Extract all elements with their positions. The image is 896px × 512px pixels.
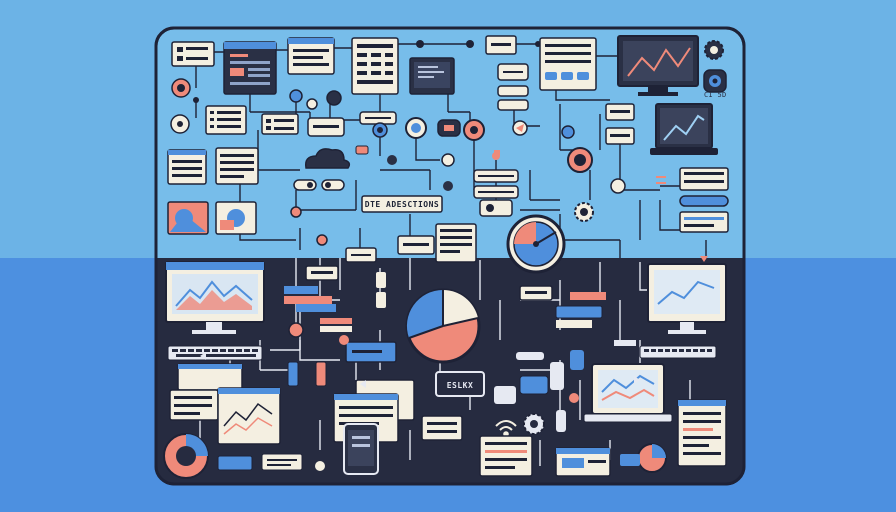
right-stack-top [605,103,635,145]
flow-nodes-top [193,40,541,103]
eslkx-tag: ESLKX [435,371,485,397]
window-stack-lower-left [169,363,243,421]
window-card-1 [171,41,215,67]
form-window [287,37,335,75]
app-window-dark [223,41,277,95]
camera-node [170,114,190,134]
label-card-top [485,35,517,55]
chips-bottom-left [217,453,325,471]
gauge-icon [506,214,566,274]
pie-chart-icon [405,288,481,364]
gear-icon [704,40,724,60]
target-node [171,78,191,98]
donut-chart-icon [163,433,209,479]
phone-icon [343,423,379,475]
doc-card-center-left [397,235,435,255]
window-bottom-right [555,447,611,477]
laptop-icon-upper [650,103,718,155]
center-card-stack [473,169,519,199]
node-row-upper [289,89,575,141]
image-thumb-1 [167,201,209,235]
chart-window-lower [217,387,281,445]
arrow-markers [200,256,708,388]
svg-text:CI 5D: CI 5D [704,91,727,99]
device-stack-bottom [494,350,584,432]
monitor-icon-left [165,261,265,334]
list-card-bottom-right [479,435,533,477]
image-thumb-2 [215,201,257,235]
node-row-mid [290,147,626,246]
webcam-icon [703,69,727,93]
small-red-rect [355,145,369,155]
monitor-icon [617,35,699,96]
cloud-icon [304,148,351,169]
laptop-icon-lower [583,363,673,423]
doc-card-small-left [345,247,377,263]
small-red-marks [494,150,666,184]
table-window [351,37,399,95]
wifi-icon [495,420,517,437]
label-box-lower-2 [345,341,397,363]
svg-text:DTE ADESCTIONS: DTE ADESCTIONS [365,200,439,209]
doc-card-center-right [435,223,477,263]
dashboard-window [539,37,597,91]
small-form-card [261,113,299,135]
window-left-2 [167,149,207,185]
vertical-switches [287,272,386,387]
gear-icon-lower [523,413,545,435]
monitor-icon-right [647,263,727,334]
card-stack [497,63,529,111]
small-cards-middle [307,111,397,137]
svg-text:ESLKX: ESLKX [447,381,474,390]
window-left-3 [215,147,259,185]
document-icon-right [677,399,727,467]
donut-chart-icon-right [620,443,667,473]
toggle-pair [293,179,345,191]
gear-icon-small [574,202,594,222]
chip-stack-lower-right [516,285,636,360]
keyboard-icon [167,345,263,361]
bar-chips-left [284,286,352,332]
terminal-window [409,57,455,95]
switch-node [479,199,513,217]
right-chip-stack [679,167,729,233]
central-label-box: DTE ADESCTIONS [361,195,443,213]
device-label: CI 5D [704,91,727,99]
label-box-lower-1 [305,265,339,281]
label-card-bottom [421,415,463,441]
list-window-left [205,105,247,135]
node-lower-left [288,322,349,345]
keyboard-icon-right [639,345,717,359]
